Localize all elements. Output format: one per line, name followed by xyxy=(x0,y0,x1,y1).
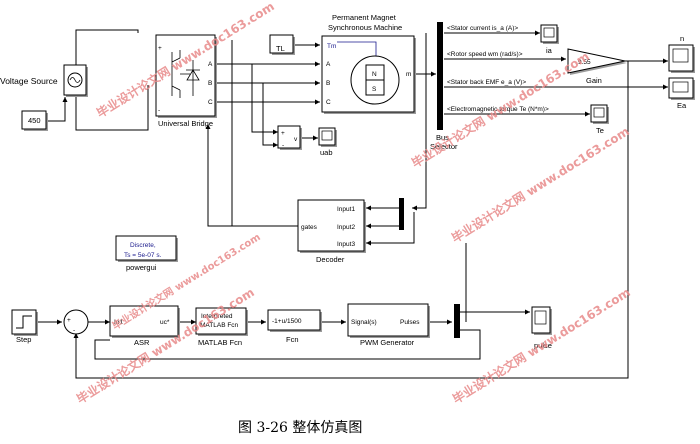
scope-pulse-label: pulse xyxy=(534,341,552,350)
step-label: Step xyxy=(16,335,31,344)
mux-decoder-inputs xyxy=(399,198,404,230)
fcn-expression: -1+u/1500 xyxy=(272,318,302,325)
voltage-source-label: Voltage Source xyxy=(0,76,58,86)
scope-ea[interactable] xyxy=(668,77,695,100)
scope-uab[interactable] xyxy=(318,127,337,147)
bridge-port-plus: + xyxy=(158,45,162,52)
constant-450-block[interactable]: 450 xyxy=(21,110,48,131)
tl-label: TL xyxy=(276,44,285,53)
motor-pole-s: S xyxy=(372,86,377,93)
bridge-port-b: B xyxy=(208,80,212,87)
bus-selector-block[interactable] xyxy=(437,22,443,130)
vm-minus: - xyxy=(282,142,284,149)
scope-ia-label: ia xyxy=(546,46,553,55)
decoder-port-input3: Input3 xyxy=(337,241,355,248)
constant-450-value: 450 xyxy=(28,116,41,125)
pmsm-port-a: A xyxy=(326,61,331,68)
motor-pole-n: N xyxy=(372,71,377,78)
decoder-port-input2: Input2 xyxy=(337,224,355,231)
bridge-port-c: C xyxy=(208,99,213,106)
watermark-2: 毕业设计论文网 www.doc163.com xyxy=(409,48,592,170)
tl-constant-block[interactable] xyxy=(269,34,295,55)
figure-caption: 图 3-26 整体仿真图 xyxy=(238,420,362,436)
asr-port-in: In1 xyxy=(114,319,123,326)
wires xyxy=(38,29,668,379)
signal-stator-current: <Stator current is_a (A)> xyxy=(447,25,518,32)
pmsm-title-1: Permanent Magnet xyxy=(332,13,397,22)
signal-torque: <Electromagnetic torque Te (N*m)> xyxy=(447,106,549,113)
decoder-label: Decoder xyxy=(316,255,345,264)
decoder-port-input1: Input1 xyxy=(337,206,355,213)
vm-v: v xyxy=(294,136,298,143)
powergui-line2: Ts = 5e-07 s. xyxy=(124,252,162,259)
decoder-port-gates: gates xyxy=(301,224,318,231)
scope-ia[interactable] xyxy=(540,24,559,44)
scope-uab-label: uab xyxy=(320,148,333,157)
asr-block[interactable]: In1 uc* xyxy=(109,305,180,338)
pmsm-block[interactable]: Tm A B C m N S xyxy=(321,35,416,114)
interp-label: MATLAB Fcn xyxy=(198,338,242,347)
scope-ea-label: Ea xyxy=(677,101,687,110)
watermark-3: 毕业设计论文网 www.doc163.com xyxy=(449,123,632,245)
interp-line1: Interpreted xyxy=(201,313,233,320)
sum-block[interactable]: + - xyxy=(63,309,89,335)
gain-value: 9.55 xyxy=(578,59,591,66)
interp-line2: MATLAB Fcn xyxy=(200,322,239,329)
pmsm-port-c: C xyxy=(326,99,331,106)
pwm-port-signal: Signal(s) xyxy=(351,319,377,326)
sum-plus: + xyxy=(67,317,71,324)
scope-n-label: n xyxy=(680,34,684,43)
mux-pwm-outputs xyxy=(454,304,460,338)
bus-selector-label-2: Selector xyxy=(430,142,458,151)
asr-port-out: uc* xyxy=(160,319,170,326)
universal-bridge-block[interactable]: + - A B C xyxy=(155,34,217,118)
step-block[interactable] xyxy=(11,309,38,336)
signal-back-emf: <Stator back EMF e_a (V)> xyxy=(447,79,526,86)
universal-bridge-label: Universal Bridge xyxy=(158,119,213,128)
bridge-port-a: A xyxy=(208,61,213,68)
decoder-block[interactable]: Input1 Input2 Input3 gates xyxy=(297,199,366,253)
fcn-label: Fcn xyxy=(286,335,299,344)
scope-te[interactable] xyxy=(590,104,609,124)
vm-plus: + xyxy=(281,130,285,137)
pmsm-title-2: Synchronous Machine xyxy=(328,23,402,32)
watermark-5: 毕业设计论文网 www.doc163.com xyxy=(450,284,633,406)
pmsm-port-m: m xyxy=(406,71,411,78)
pwm-port-pulses: Pulses xyxy=(400,319,420,326)
pwm-generator-block[interactable]: Signal(s) Pulses xyxy=(347,303,430,338)
powergui-line1: Discrete, xyxy=(130,242,156,249)
voltage-source-block[interactable] xyxy=(63,64,88,97)
signal-rotor-speed: <Rotor speed wm (rad/s)> xyxy=(447,51,523,58)
bridge-port-minus: - xyxy=(158,107,160,114)
scope-n[interactable] xyxy=(668,44,695,73)
sum-minus: - xyxy=(73,327,75,334)
interpreted-matlab-fcn-block[interactable]: Interpreted MATLAB Fcn xyxy=(195,307,248,336)
fcn-block[interactable]: -1+u/1500 xyxy=(267,309,322,332)
scope-te-label: Te xyxy=(596,126,604,135)
asr-label: ASR xyxy=(134,338,150,347)
bus-selector-label-1: Bus xyxy=(436,133,449,142)
pmsm-port-tm: Tm xyxy=(327,43,336,50)
pwm-generator-label: PWM Generator xyxy=(360,338,415,347)
powergui-block[interactable]: Discrete, Ts = 5e-07 s. xyxy=(115,235,178,262)
gain-label: Gain xyxy=(586,76,602,85)
gain-block[interactable]: 9.55 xyxy=(567,48,627,75)
voltage-measurement-block[interactable]: + - v xyxy=(277,125,302,150)
powergui-label: powergui xyxy=(126,263,157,272)
pmsm-port-b: B xyxy=(326,80,330,87)
scope-pulse[interactable] xyxy=(531,306,552,335)
